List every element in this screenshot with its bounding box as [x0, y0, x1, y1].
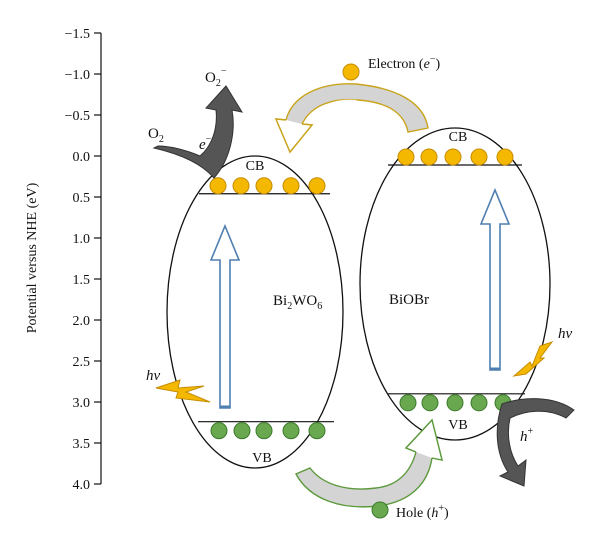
electron	[308, 177, 326, 195]
bi2wo6-vb-label: VB	[252, 451, 271, 466]
electron	[420, 148, 438, 166]
hole	[470, 394, 488, 412]
axis-ticks: −1.5 −1.0 −0.5 0.0 0.5 1.0 1.5 2.0 2.5 3.0 3.5 4.0	[65, 27, 101, 493]
bi2wo6-name: Bi2WO6	[273, 293, 322, 312]
hole	[399, 394, 417, 412]
lightning-right-icon	[512, 341, 554, 377]
axis-tick-label: 2.0	[73, 314, 91, 329]
bi2wo6-excitation-arrow	[209, 223, 241, 409]
axis-tick-label: 3.0	[73, 396, 91, 411]
electron	[255, 177, 273, 195]
axis-tick-label: 2.5	[73, 355, 91, 370]
axis-tick-label: 0.0	[73, 150, 91, 165]
biobr-name: BiOBr	[389, 292, 429, 308]
axis-tick-label: 4.0	[73, 478, 91, 493]
axis-tick-label: 1.5	[73, 273, 91, 288]
electron-transfer-arrow-overlay	[306, 99, 358, 124]
electron-legend-label: Electron (e−)	[368, 54, 440, 72]
axis-tick-label: 1.0	[73, 232, 91, 247]
axis-tick-label: 3.5	[73, 437, 91, 452]
oxygen-reduction-arrow-body	[152, 85, 244, 179]
axis-tick-label: −0.5	[65, 109, 90, 124]
bi2wo6-electrons	[209, 177, 326, 195]
hole	[446, 394, 464, 412]
electron	[496, 148, 514, 166]
electron	[397, 148, 415, 166]
bi2wo6-holes	[210, 422, 326, 440]
electron	[282, 177, 300, 195]
hole	[282, 422, 300, 440]
bi2wo6-ellipse	[166, 155, 344, 469]
biobr-cb-label: CB	[449, 130, 468, 145]
biobr-vb-label: VB	[448, 418, 467, 433]
electron	[444, 148, 462, 166]
lightning-left-icon	[155, 379, 211, 403]
potential-axis: −1.5−1.0−0.50.00.51.01.52.02.53.03.54.0 …	[25, 27, 102, 493]
electron-legend-dot	[342, 63, 360, 81]
biobr-excitation-arrow	[479, 187, 511, 371]
hole-transfer-arrow	[295, 418, 443, 508]
hole-oxidation-arrow-body	[496, 398, 575, 487]
bi2wo6-semiconductor: CB VB Bi2WO6	[166, 155, 344, 469]
electron	[470, 148, 488, 166]
hole-legend-label: Hole (h+)	[396, 503, 449, 521]
e-minus-label: e−	[199, 134, 212, 153]
electron-transfer-arrow-inner	[274, 118, 314, 154]
biobr-holes	[399, 394, 512, 412]
oxygen-reduction-arrow	[152, 85, 244, 179]
electron-transfer-arrow	[274, 83, 429, 154]
hole	[210, 422, 228, 440]
hole	[421, 394, 439, 412]
hole-oxidation-arrow	[496, 398, 575, 487]
axis-tick-label: 0.5	[73, 191, 91, 206]
biobr-semiconductor: CB VB BiOBr	[359, 127, 551, 441]
biobr-ellipse	[359, 127, 551, 441]
hole	[233, 422, 251, 440]
hole-transfer-arrow-inner	[404, 418, 443, 461]
axis-tick-label: −1.5	[65, 27, 90, 42]
axis-label: Potential versus NHE (eV)	[25, 182, 40, 333]
o2-radical-label: O2−	[205, 66, 227, 89]
hole	[255, 422, 273, 440]
hole	[308, 422, 326, 440]
electron	[232, 177, 250, 195]
electron	[209, 177, 227, 195]
hv-right-label: hν	[558, 326, 573, 342]
bi2wo6-cb-label: CB	[246, 159, 265, 174]
hole-legend-dot	[371, 501, 389, 519]
biobr-electrons	[397, 148, 514, 166]
axis-tick-label: −1.0	[65, 68, 90, 83]
h-plus-label: h+	[520, 426, 534, 445]
o2-label: O2	[148, 126, 164, 145]
hv-left-label: hν	[146, 368, 161, 384]
